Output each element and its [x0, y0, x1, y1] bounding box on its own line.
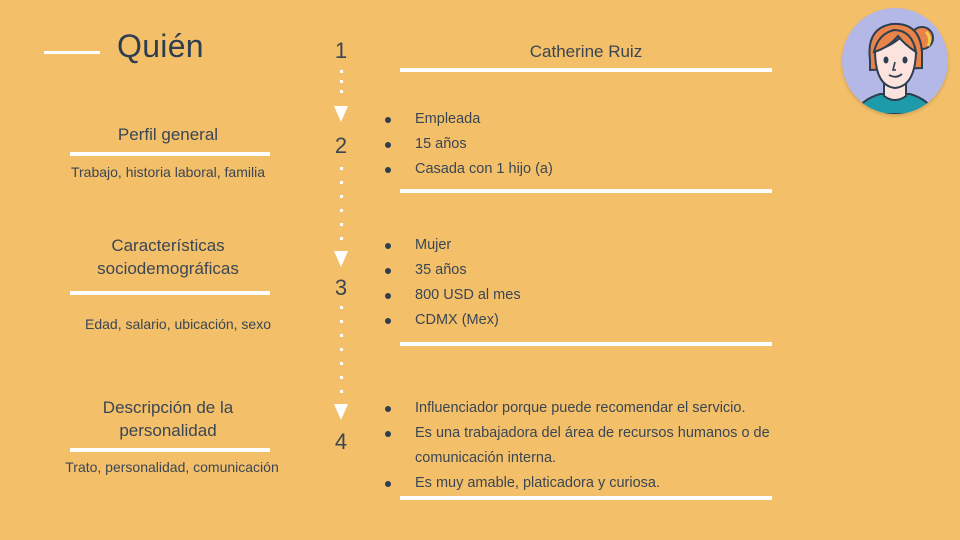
page-title: Quién [117, 28, 204, 64]
connector-dot [340, 334, 343, 337]
list-item: Empleada [385, 107, 553, 132]
bullet-icon [385, 167, 391, 173]
list-item: Casada con 1 hijo (a) [385, 157, 553, 182]
title-accent-line [44, 51, 100, 54]
list-item: CDMX (Mex) [385, 308, 521, 333]
section-divider [400, 496, 772, 500]
connector-dot [340, 80, 343, 83]
list-item: Es una trabajadora del área de recursos … [385, 421, 805, 471]
persona-name: Catherine Ruiz [529, 42, 643, 61]
connector-dot [340, 223, 343, 226]
connector-dot [340, 390, 343, 393]
woman-avatar-icon [854, 22, 936, 114]
section-underline [70, 448, 270, 452]
section-underline [70, 291, 270, 295]
step-number-3: 3 [334, 275, 348, 300]
connector-dot [340, 348, 343, 351]
bullet-icon [385, 406, 391, 412]
list-item: Influenciador porque puede recomendar el… [385, 396, 805, 421]
arrow-down-icon [334, 404, 348, 420]
bullet-icon [385, 243, 391, 249]
connector-dot [340, 90, 343, 93]
section-underline [70, 152, 270, 156]
persona-avatar [842, 8, 948, 114]
connector-dot [340, 237, 343, 240]
arrow-down-icon [334, 251, 348, 267]
connector-dot [340, 306, 343, 309]
step-number-4: 4 [334, 429, 348, 454]
section-heading-personalidad: Descripción de la personalidad [102, 398, 234, 440]
sociodemograficas-list: Mujer 35 años 800 USD al mes CDMX (Mex) [385, 233, 521, 333]
bullet-icon [385, 481, 391, 487]
bullet-icon [385, 268, 391, 274]
step-number-1: 1 [334, 38, 348, 63]
name-underline [400, 68, 772, 72]
step-number-2: 2 [334, 133, 348, 158]
list-item: Es muy amable, platicadora y curiosa. [385, 471, 805, 496]
list-item: 35 años [385, 258, 521, 283]
perfil-general-list: Empleada 15 años Casada con 1 hijo (a) [385, 107, 553, 182]
connector-dot [340, 362, 343, 365]
bullet-icon [385, 318, 391, 324]
bullet-icon [385, 142, 391, 148]
bullet-icon [385, 293, 391, 299]
section-heading-perfil-general: Perfil general [117, 125, 219, 144]
section-heading-sociodemograficas: Características sociodemográficas [97, 236, 239, 278]
section-divider [400, 189, 772, 193]
arrow-down-icon [334, 106, 348, 122]
connector-dot [340, 195, 343, 198]
list-item: Mujer [385, 233, 521, 258]
bullet-icon [385, 117, 391, 123]
list-item: 15 años [385, 132, 553, 157]
section-subtitle-personalidad: Trato, personalidad, comunicación [65, 459, 279, 475]
section-divider [400, 342, 772, 346]
section-subtitle-sociodemograficas: Edad, salario, ubicación, sexo [85, 316, 271, 332]
connector-dot [340, 70, 343, 73]
list-item: 800 USD al mes [385, 283, 521, 308]
bullet-icon [385, 431, 391, 437]
connector-dot [340, 181, 343, 184]
personalidad-list: Influenciador porque puede recomendar el… [385, 396, 805, 496]
connector-dot [340, 320, 343, 323]
section-subtitle-perfil-general: Trabajo, historia laboral, familia [70, 164, 265, 180]
connector-dot [340, 209, 343, 212]
connector-dot [340, 167, 343, 170]
connector-dot [340, 376, 343, 379]
